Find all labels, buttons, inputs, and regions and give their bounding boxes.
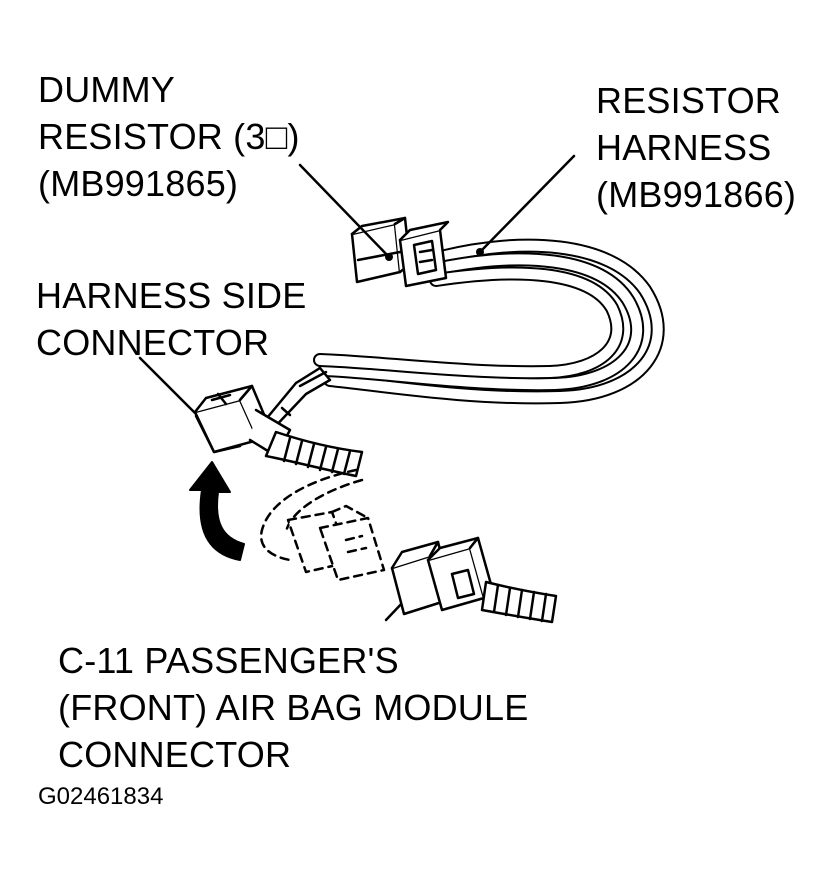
leader-resistor-harness — [478, 154, 576, 254]
airbag-connector-label: C-11 PASSENGER'S (FRONT) AIR BAG MODULE … — [58, 637, 528, 778]
curved-up-arrow-icon — [189, 461, 245, 561]
figure-code: G02461834 — [38, 783, 164, 810]
harness-side-connector-label-line2: CONNECTOR — [36, 322, 270, 363]
airbag-connector-label-line3: CONNECTOR — [58, 734, 292, 775]
leader-dummy-resistor — [298, 163, 391, 259]
harness-wire-lower — [480, 580, 558, 624]
dummy-resistor-label-line2: RESISTOR (3□) — [38, 116, 300, 157]
harness-wire-upper — [264, 430, 364, 478]
resistor-harness-label-line1: RESISTOR — [596, 80, 781, 121]
airbag-connector-label-line1: C-11 PASSENGER'S — [58, 640, 399, 681]
original-connector-dashed — [259, 468, 386, 582]
airbag-connector-label-line2: (FRONT) AIR BAG MODULE — [58, 687, 529, 728]
dummy-resistor-label-line3: (MB991865) — [38, 163, 239, 204]
resistor-harness-label-line3: (MB991866) — [596, 174, 797, 215]
harness-side-connector-label-line1: HARNESS SIDE — [36, 275, 307, 316]
resistor-harness-label: RESISTOR HARNESS (MB991866) — [596, 77, 796, 218]
resistor-harness-wires — [313, 238, 665, 405]
dummy-resistor-label: DUMMY RESISTOR (3□) (MB991865) — [38, 66, 300, 207]
dummy-resistor-label-line1: DUMMY — [38, 69, 175, 110]
airbag-module-connector — [390, 536, 494, 616]
harness-side-connector-label: HARNESS SIDE CONNECTOR — [36, 272, 306, 366]
resistor-harness-label-line2: HARNESS — [596, 127, 772, 168]
dummy-resistor-connector — [350, 216, 450, 288]
